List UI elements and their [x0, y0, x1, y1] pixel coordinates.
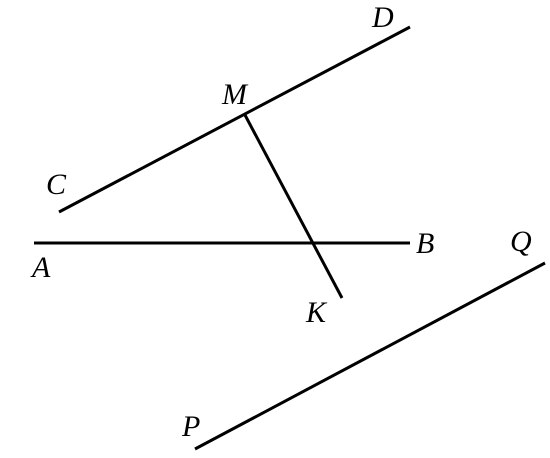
label-c: C: [46, 168, 67, 201]
segment-mk: [243, 114, 344, 299]
label-a: A: [30, 251, 51, 284]
label-b: B: [416, 227, 434, 260]
label-d: D: [371, 1, 394, 34]
label-p: P: [181, 410, 200, 443]
label-k: K: [305, 296, 328, 329]
label-m: M: [221, 78, 249, 111]
segment-cd: [58, 25, 411, 214]
label-q: Q: [510, 225, 532, 258]
segment-pq: [194, 261, 546, 451]
